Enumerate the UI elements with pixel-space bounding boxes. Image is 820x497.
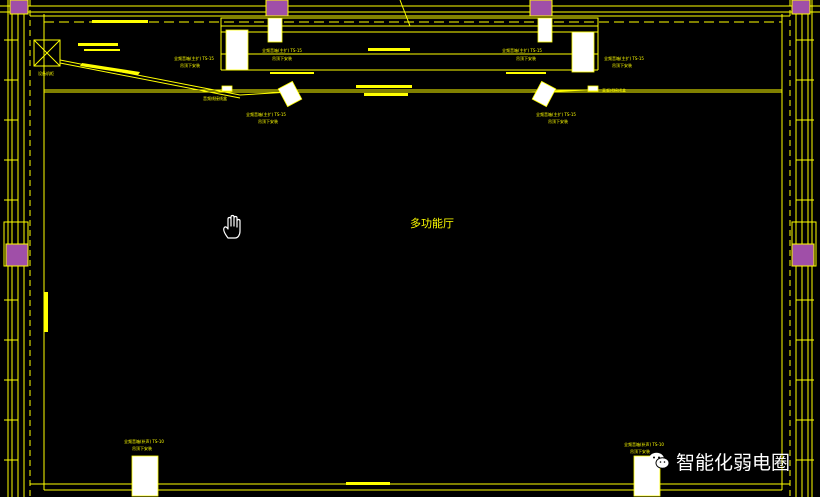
watermark: 智能化弱电圈 bbox=[648, 448, 790, 474]
speaker-label-line1: 全频音箱(主扩) TS-15 bbox=[502, 47, 542, 53]
column bbox=[9, 0, 29, 15]
speaker-label-line2: 吊顶下安装 bbox=[258, 118, 278, 124]
column bbox=[265, 0, 289, 17]
wechat-icon bbox=[649, 452, 670, 469]
speaker-label-line2: 吊顶下安装 bbox=[612, 62, 632, 68]
speaker-label-line1: 全频音箱(补声) TS-10 bbox=[624, 441, 664, 447]
hand-cursor-icon bbox=[223, 214, 241, 239]
speaker-label-line1: 全频音箱(主扩) TS-15 bbox=[262, 47, 302, 53]
column bbox=[791, 243, 815, 267]
speaker-label-line2: 吊顶下安装 bbox=[516, 55, 536, 61]
column bbox=[791, 0, 811, 15]
speaker-angled-right bbox=[531, 80, 557, 108]
speaker-label-line1: 全频音箱(主扩) TS-15 bbox=[536, 111, 576, 117]
junction-label-left: 音频线接线盒 bbox=[203, 95, 227, 101]
speaker-label-line2: 吊顶下安装 bbox=[132, 445, 152, 451]
speaker-bottom-left bbox=[131, 455, 159, 497]
junction-box-left bbox=[221, 85, 233, 92]
column bbox=[529, 0, 553, 17]
speaker-label-line1: 全频音箱(补声) TS-10 bbox=[124, 438, 164, 444]
column bbox=[5, 243, 29, 267]
watermark-text: 智能化弱电圈 bbox=[676, 451, 791, 474]
speaker-label-line1: 全频音箱(主扩) TS-15 bbox=[246, 111, 286, 117]
speaker-top-right bbox=[571, 31, 595, 73]
speaker-label-line2: 吊顶下安装 bbox=[630, 448, 650, 454]
speaker-top-center-right bbox=[537, 17, 553, 43]
equipment-box-label: 设备机柜 bbox=[38, 70, 54, 76]
speaker-top-left bbox=[225, 29, 249, 71]
speaker-label-line2: 吊顶下安装 bbox=[272, 55, 292, 61]
room-label: 多功能厅 bbox=[410, 216, 454, 230]
speaker-label-line1: 全频音箱(主扩) TS-15 bbox=[604, 55, 644, 61]
junction-label-right: 音频线接线盒 bbox=[602, 87, 626, 93]
speaker-label-line1: 全频音箱(主扩) TS-15 bbox=[174, 55, 214, 61]
speaker-top-center-left bbox=[267, 17, 283, 43]
junction-box-right bbox=[587, 85, 599, 92]
speaker-label-line2: 吊顶下安装 bbox=[180, 62, 200, 68]
speaker-angled-left bbox=[277, 80, 303, 108]
speaker-label-line2: 吊顶下安装 bbox=[548, 118, 568, 124]
